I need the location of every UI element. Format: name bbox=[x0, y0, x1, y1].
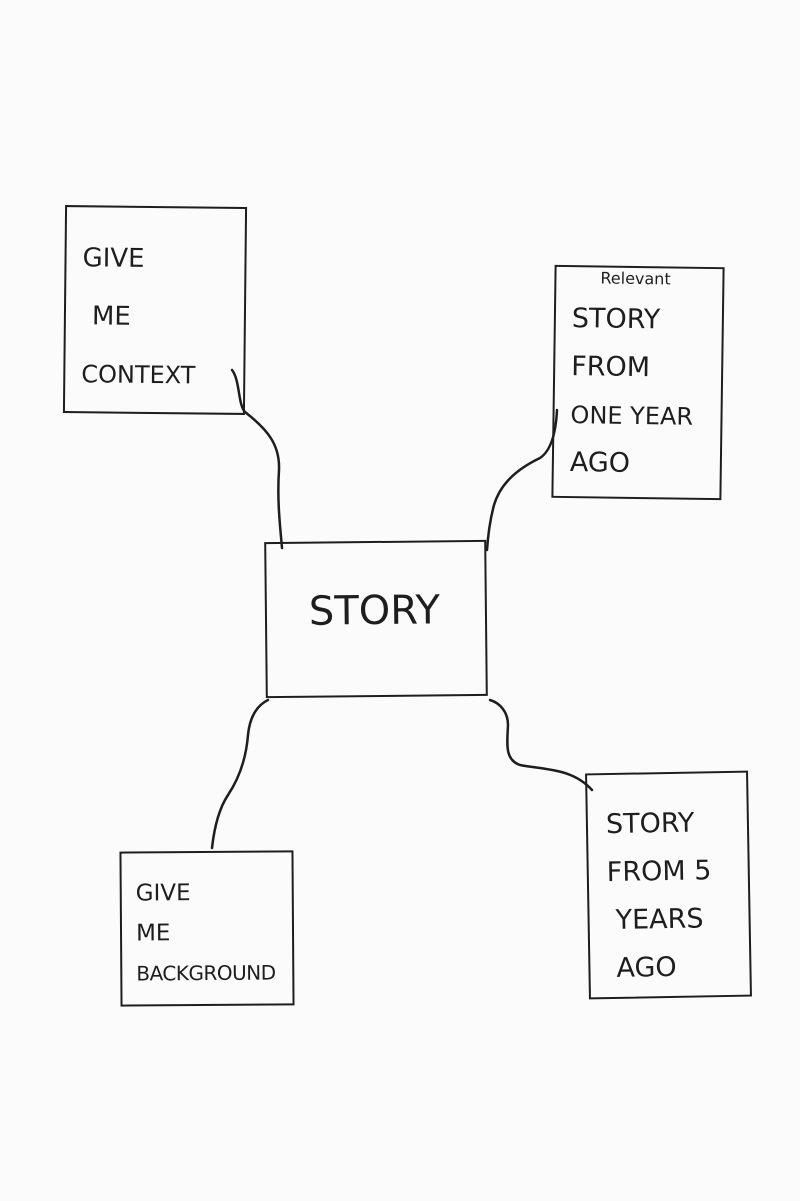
node-story-from-5-years-ago: STORY FROM 5 YEARS AGO bbox=[585, 770, 752, 1000]
connector-story-5years bbox=[488, 698, 594, 792]
node-line: STORY bbox=[571, 303, 661, 336]
relevant-annotation: Relevant bbox=[600, 268, 671, 289]
node-line: FROM bbox=[570, 351, 651, 384]
node-line: FROM 5 bbox=[606, 855, 712, 889]
node-line: BACKGROUND bbox=[136, 960, 276, 986]
node-give-me-context: GIVE ME CONTEXT bbox=[62, 205, 248, 415]
node-story-from-one-year-ago: Relevant STORY FROM ONE YEAR AGO bbox=[551, 264, 725, 501]
node-line: STORY bbox=[605, 807, 695, 841]
node-label: STORY bbox=[308, 587, 441, 635]
node-story-center: STORY bbox=[264, 539, 488, 699]
node-line: GIVE bbox=[82, 243, 145, 274]
connector-story-background bbox=[210, 698, 270, 850]
node-line: GIVE bbox=[135, 880, 191, 907]
node-give-me-background: GIVE ME BACKGROUND bbox=[119, 850, 295, 1007]
node-line: ME bbox=[135, 920, 171, 947]
connector-context-story bbox=[230, 368, 284, 550]
node-line: AGO bbox=[569, 447, 631, 479]
node-line: AGO bbox=[616, 951, 677, 984]
node-line: YEARS bbox=[615, 903, 704, 936]
node-line: CONTEXT bbox=[81, 360, 196, 390]
node-line: ME bbox=[91, 301, 131, 332]
connector-oneyear-story bbox=[485, 408, 559, 552]
node-line: ONE YEAR bbox=[570, 401, 694, 431]
